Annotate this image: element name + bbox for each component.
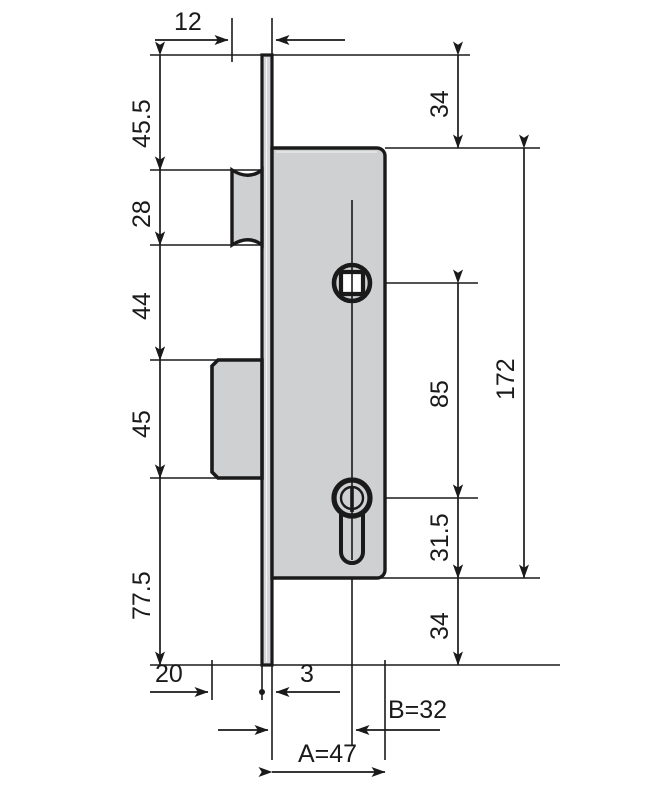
dimension-45-5-label: 45.5 xyxy=(128,99,156,148)
dimension-31-5-label: 31.5 xyxy=(426,513,454,562)
dead-bolt xyxy=(210,358,264,480)
left-dimension-chain: 45.5 28 44 45 77.5 xyxy=(128,41,165,666)
dimension-172: 172 xyxy=(492,134,529,579)
dimension-85-label: 85 xyxy=(426,380,454,408)
lock-body xyxy=(270,146,387,580)
dimension-a-label: A=47 xyxy=(298,740,357,768)
bottom-dimension-chain: 20 3 B=32 A=47 xyxy=(150,660,447,777)
dimension-34-bottom-label: 34 xyxy=(426,612,454,640)
dimension-28-label: 28 xyxy=(128,200,156,228)
dimension-20-label: 20 xyxy=(155,660,183,688)
latch-bolt xyxy=(230,166,264,249)
dimension-12-label: 12 xyxy=(174,8,202,36)
dimension-b-label: B=32 xyxy=(388,696,447,724)
dimension-77-5-label: 77.5 xyxy=(128,571,156,620)
dimension-34-top-label: 34 xyxy=(426,90,454,118)
dimension-44-label: 44 xyxy=(128,292,156,320)
dimension-172-label: 172 xyxy=(492,358,520,400)
dimension-3-label: 3 xyxy=(300,660,314,688)
dimension-12: 12 xyxy=(155,8,345,45)
dimension-45-label: 45 xyxy=(128,410,156,438)
right-dimension-chain: 34 85 31.5 34 xyxy=(426,41,463,666)
